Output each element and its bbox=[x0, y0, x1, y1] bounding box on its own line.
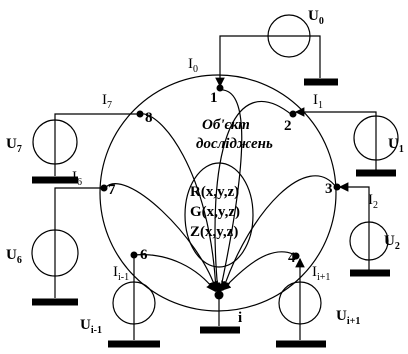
source-u2 bbox=[349, 221, 389, 261]
curve-8-i bbox=[139, 113, 221, 293]
wire-i1 bbox=[294, 107, 377, 117]
voltage-sources bbox=[31, 14, 399, 325]
wire-u0-right bbox=[310, 35, 321, 78]
dot-4 bbox=[292, 252, 300, 260]
wire-i2 bbox=[338, 182, 370, 222]
node-label-2: 2 bbox=[284, 118, 292, 134]
label-i0: I0 bbox=[188, 56, 198, 75]
node-label-6: 6 bbox=[140, 247, 148, 263]
source-u1 bbox=[353, 115, 399, 161]
node-dots bbox=[100, 84, 341, 300]
param-g: G(x,y,z) bbox=[190, 204, 240, 220]
label-u2: U2 bbox=[384, 233, 400, 252]
object-label-line2: досліджень bbox=[196, 136, 273, 152]
dot-1 bbox=[216, 84, 224, 92]
dot-7 bbox=[100, 184, 108, 192]
node-label-4: 4 bbox=[288, 250, 296, 266]
source-u0 bbox=[267, 14, 311, 58]
curve-1-i bbox=[217, 89, 243, 294]
curve-2-i bbox=[212, 100, 293, 294]
label-u6: U6 bbox=[6, 247, 22, 266]
node-label-3: 3 bbox=[325, 181, 333, 197]
label-u-ip1: Ui+1 bbox=[336, 308, 360, 327]
dot-i bbox=[214, 290, 224, 300]
node-label-1: 1 bbox=[210, 90, 218, 106]
label-u-im1: Ui-1 bbox=[80, 317, 102, 336]
wire-i7 bbox=[54, 113, 140, 120]
wiring bbox=[32, 35, 396, 348]
dot-6 bbox=[130, 251, 138, 259]
label-i6: I6 bbox=[72, 169, 82, 188]
curve-4-i bbox=[221, 251, 294, 291]
object-label-line1: Об'єкт bbox=[202, 117, 250, 133]
node-label-8: 8 bbox=[145, 110, 153, 126]
node-label-7: 7 bbox=[108, 182, 116, 198]
object-circle bbox=[99, 74, 337, 312]
dot-3 bbox=[333, 183, 341, 191]
source-u7 bbox=[32, 119, 78, 165]
dot-8 bbox=[136, 110, 144, 118]
dot-2 bbox=[289, 110, 297, 118]
label-i-ip1: Ii+1 bbox=[312, 264, 330, 283]
wire-i6 bbox=[54, 187, 105, 230]
label-i2: I2 bbox=[368, 192, 378, 211]
param-r: R(x,y,z) bbox=[190, 184, 239, 200]
parameter-ellipse bbox=[184, 162, 254, 268]
current-curves bbox=[104, 89, 337, 294]
label-i-im1: Ii-1 bbox=[113, 264, 129, 283]
curve-7-i bbox=[104, 183, 219, 292]
wire-u0-top bbox=[219, 35, 268, 48]
label-u1: U1 bbox=[388, 136, 404, 155]
label-i7: I7 bbox=[102, 92, 112, 111]
curve-3-i bbox=[221, 175, 337, 292]
source-uip1 bbox=[278, 281, 322, 325]
label-u0: U0 bbox=[308, 8, 324, 27]
param-z: Z(x,y,z) bbox=[190, 224, 238, 240]
source-uim1 bbox=[112, 281, 156, 325]
node-label-i: i bbox=[238, 310, 242, 326]
source-u6 bbox=[31, 229, 79, 277]
label-u7: U7 bbox=[6, 136, 22, 155]
label-i1: I1 bbox=[313, 92, 323, 111]
